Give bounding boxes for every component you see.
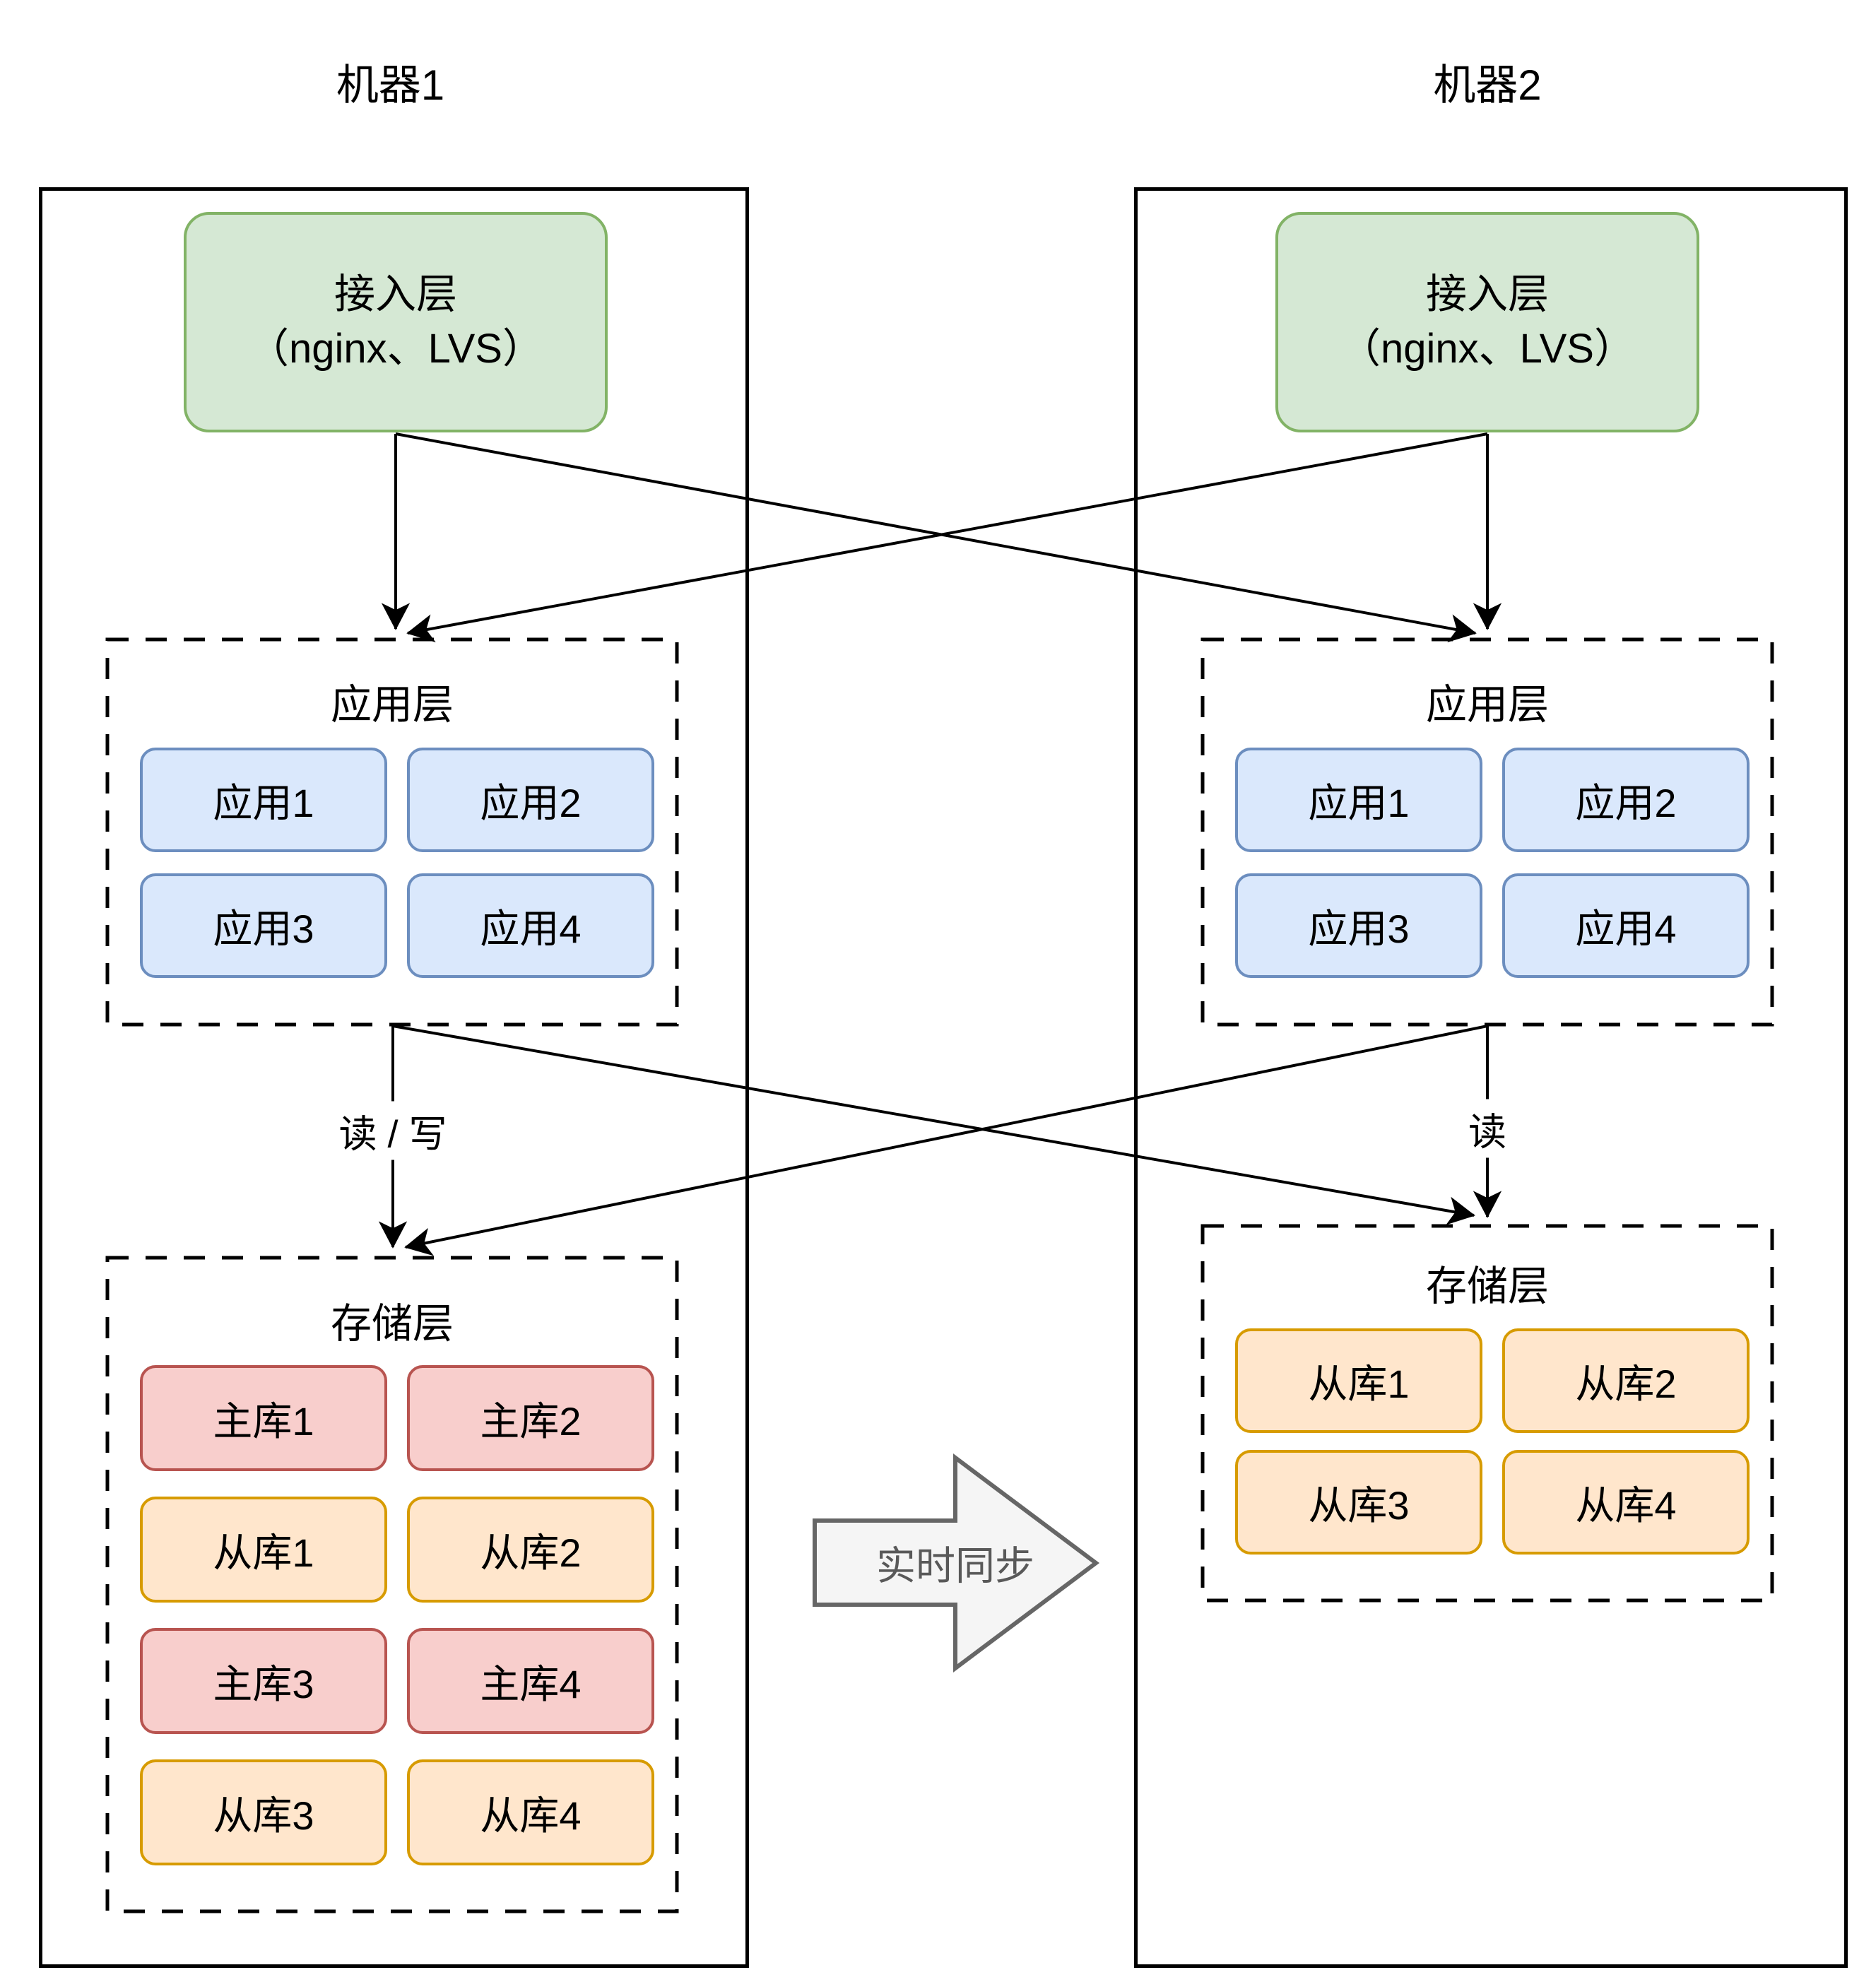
machine1-app2: 应用2	[407, 748, 654, 852]
machine2-app3: 应用3	[1235, 873, 1482, 978]
machine1-title: 机器1	[336, 61, 445, 109]
machine2-app1: 应用1	[1235, 748, 1482, 852]
machine2-app2: 应用2	[1502, 748, 1750, 852]
machine2-slave1: 从库1	[1235, 1328, 1482, 1433]
sync-block-arrow	[813, 1453, 1100, 1673]
machine2-storage-layer-label: 存储层	[1425, 1263, 1549, 1309]
machine1-master3: 主库3	[140, 1628, 387, 1734]
sync-arrow-label: 实时同步	[876, 1543, 1034, 1588]
arrow-m1-access-to-m2-app	[395, 432, 1477, 643]
machine2-slave4: 从库4	[1502, 1450, 1750, 1555]
arrow-m2-app-to-m1-storage	[404, 1025, 1488, 1256]
machine2-app-layer-label: 应用层	[1425, 682, 1549, 728]
machine1-app-layer-box	[105, 637, 679, 1027]
machine2-storage-layer-box	[1200, 1224, 1774, 1603]
machine1-slave4: 从库4	[407, 1759, 654, 1865]
machine1-app1: 应用1	[140, 748, 387, 852]
machine1-access-layer-line1: 接入层	[334, 271, 457, 318]
machine1-access-layer-line2: （nginx、LVS）	[248, 326, 543, 372]
arrow-m2-access-to-m1-app	[406, 432, 1488, 643]
machine1-master2: 主库2	[407, 1365, 654, 1471]
machine2-slave3: 从库3	[1235, 1450, 1482, 1555]
machine2-title: 机器2	[1433, 61, 1542, 109]
machine1-container	[39, 187, 749, 1968]
machine2-app-layer-box	[1200, 637, 1774, 1027]
machine1-access-layer: 接入层 （nginx、LVS）	[184, 212, 608, 432]
machine2-read-label: 读	[1458, 1099, 1516, 1158]
machine1-storage-layer-box	[105, 1256, 679, 1913]
machine1-read-write-label: 读 / 写	[329, 1101, 457, 1160]
machine1-app3: 应用3	[140, 873, 387, 978]
machine2-app4: 应用4	[1502, 873, 1750, 978]
machine1-app-layer-label: 应用层	[330, 682, 454, 728]
machine2-access-layer-line2: （nginx、LVS）	[1340, 326, 1635, 372]
machine1-app4: 应用4	[407, 873, 654, 978]
machine1-slave2: 从库2	[407, 1497, 654, 1603]
machine1-storage-layer-label: 存储层	[330, 1301, 454, 1347]
machine2-container	[1134, 187, 1848, 1968]
machine1-slave3: 从库3	[140, 1759, 387, 1865]
machine1-master1: 主库1	[140, 1365, 387, 1471]
machine1-master4: 主库4	[407, 1628, 654, 1734]
machine1-slave1: 从库1	[140, 1497, 387, 1603]
machine2-access-layer: 接入层 （nginx、LVS）	[1275, 212, 1699, 432]
machine2-access-layer-line1: 接入层	[1425, 271, 1549, 318]
machine2-slave2: 从库2	[1502, 1328, 1750, 1433]
arrow-m1-app-to-m2-storage	[392, 1025, 1475, 1225]
